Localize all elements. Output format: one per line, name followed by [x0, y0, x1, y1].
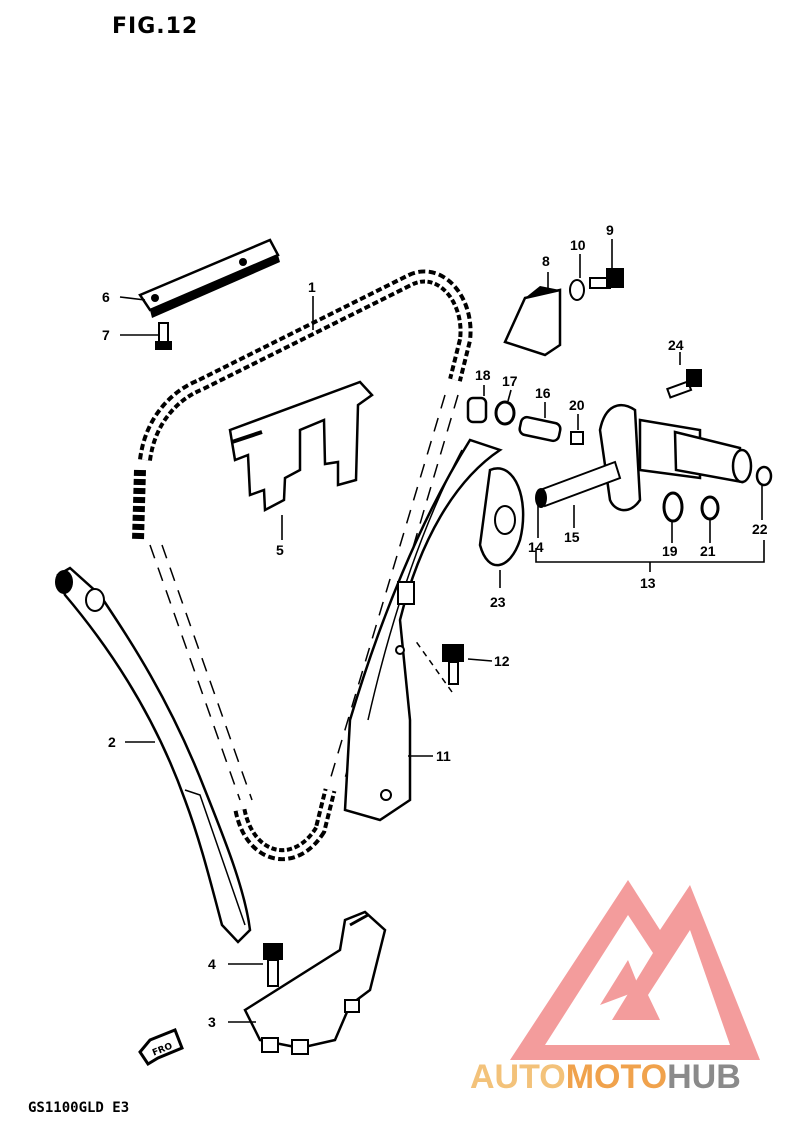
callout-18: 18 — [475, 367, 491, 383]
watermark-part-1: AUTO — [470, 1058, 566, 1096]
callout-11: 11 — [436, 748, 451, 764]
callout-16: 16 — [535, 385, 551, 401]
callout-24: 24 — [668, 337, 684, 353]
callout-4: 4 — [208, 956, 216, 972]
callout-22: 22 — [752, 521, 768, 537]
upper-guide-bracket — [228, 380, 374, 513]
lower-guide-holder — [243, 910, 387, 1055]
front-arrow: FRO — [138, 1028, 184, 1067]
callout-7: 7 — [102, 327, 110, 343]
gasket — [478, 467, 525, 567]
callout-14: 14 — [528, 539, 544, 555]
small-parts — [466, 396, 584, 445]
callout-12: 12 — [494, 653, 510, 669]
callout-numbers: 1 2 3 4 5 6 7 8 9 10 11 12 13 14 15 16 1… — [102, 222, 768, 1030]
callout-20: 20 — [569, 397, 585, 413]
bolt-7 — [155, 322, 172, 350]
leader-lines — [119, 239, 765, 1023]
callout-21: 21 — [700, 543, 716, 559]
callout-13: 13 — [640, 575, 656, 591]
callout-8: 8 — [542, 253, 550, 269]
callout-1: 1 — [308, 279, 316, 295]
front-chain-guide — [55, 566, 252, 944]
model-code: GS1100GLD E3 — [28, 1100, 130, 1116]
callout-3: 3 — [208, 1014, 216, 1030]
bolt-12 — [414, 639, 464, 693]
bolt-24 — [666, 369, 702, 399]
callout-19: 19 — [662, 543, 678, 559]
callout-23: 23 — [490, 594, 506, 610]
tensioner-guide — [343, 438, 503, 822]
stopper-block — [503, 286, 562, 357]
watermark-part-3: HUB — [667, 1058, 741, 1096]
callout-9: 9 — [606, 222, 614, 238]
watermark-text: AUTOMOTOHUB — [470, 1058, 741, 1097]
top-guide-bar — [138, 238, 280, 318]
callout-17: 17 — [502, 373, 518, 389]
callout-15: 15 — [564, 529, 580, 545]
figure-title: FIG.12 — [112, 14, 199, 39]
watermark-part-2: MOTO — [565, 1058, 668, 1096]
callout-10: 10 — [570, 237, 586, 253]
bolt-9 — [569, 268, 624, 301]
callout-5: 5 — [276, 542, 284, 558]
tensioner-assembly — [535, 404, 773, 523]
bolt-4 — [263, 943, 283, 987]
cam-chain — [132, 269, 473, 862]
callout-6: 6 — [102, 289, 110, 305]
callout-2: 2 — [108, 734, 116, 750]
watermark-logo — [510, 880, 760, 1060]
